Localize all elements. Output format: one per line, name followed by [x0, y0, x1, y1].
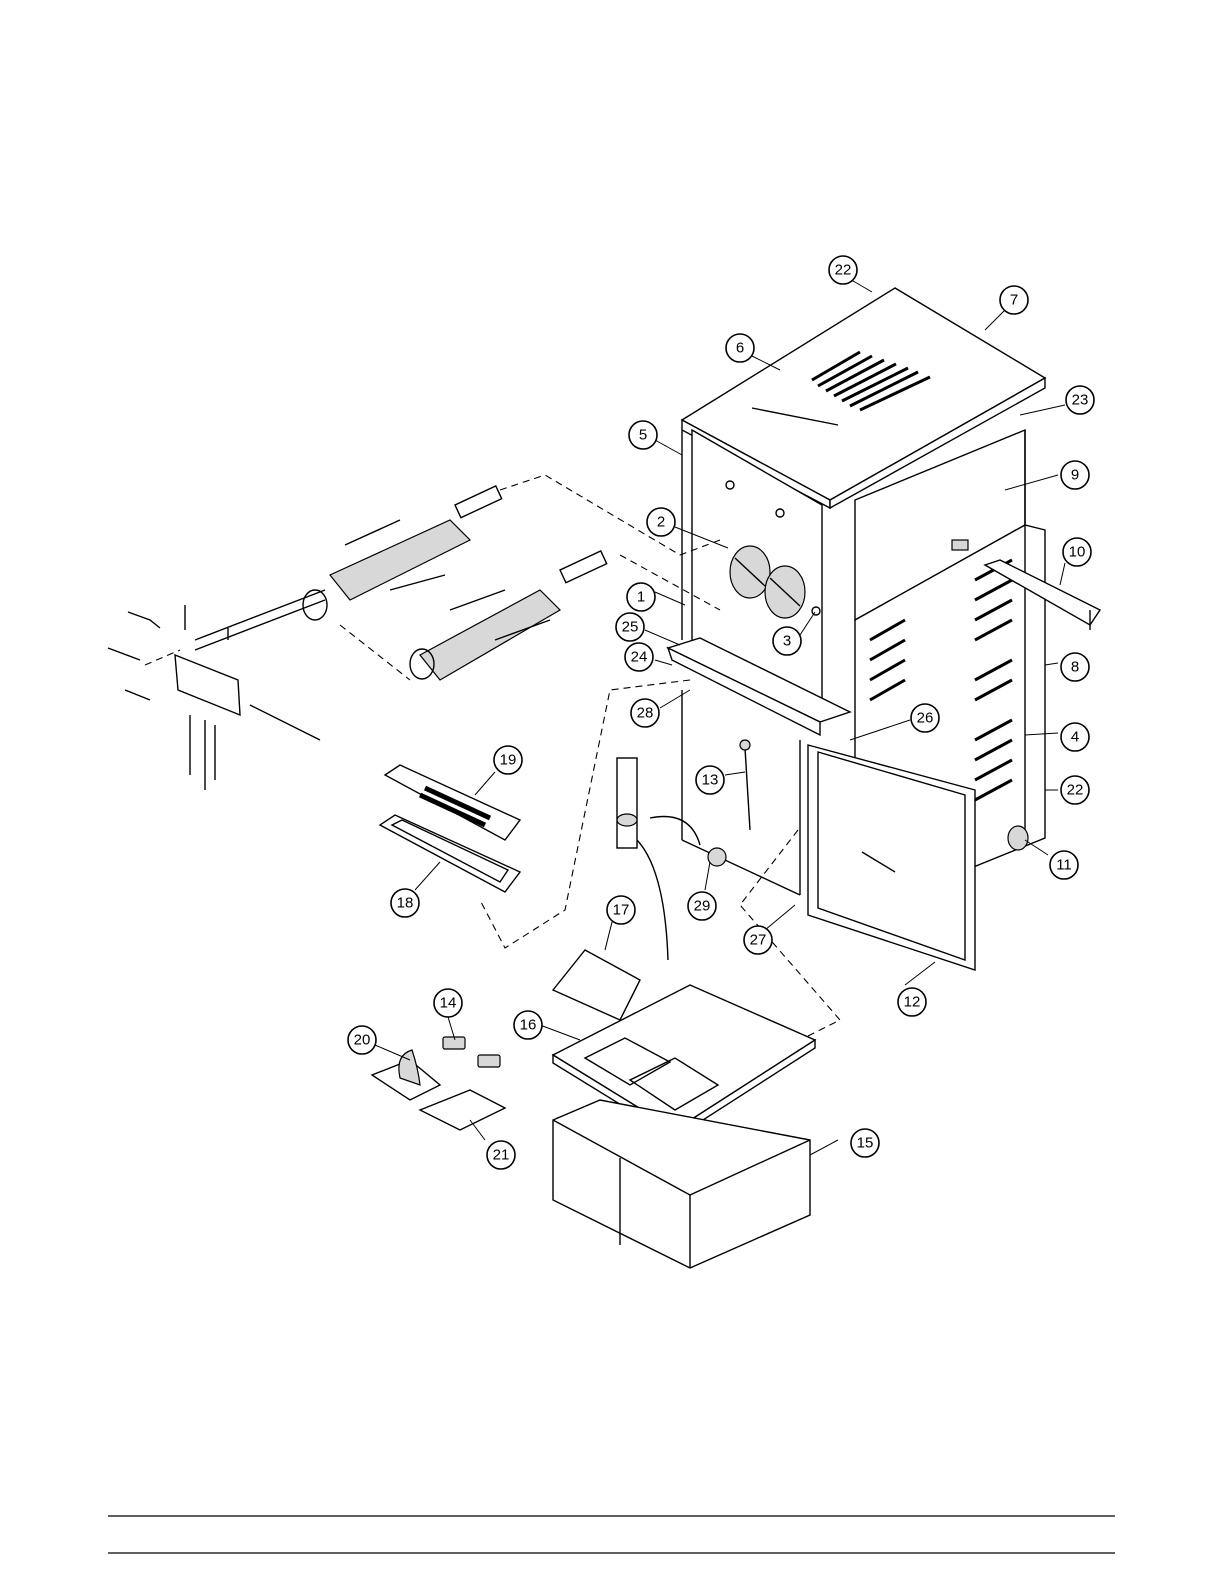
svg-text:6: 6 [736, 340, 744, 357]
callout-21: 21 [487, 1141, 515, 1169]
svg-text:27: 27 [750, 932, 767, 949]
svg-text:7: 7 [1010, 292, 1018, 309]
svg-text:24: 24 [631, 649, 648, 666]
machine-cabinet [617, 288, 1100, 970]
callout-8: 8 [1061, 653, 1089, 681]
callout-28: 28 [631, 699, 659, 727]
callout-19: 19 [494, 746, 522, 774]
callout-26: 26 [911, 704, 939, 732]
callout-9: 9 [1061, 461, 1089, 489]
svg-text:20: 20 [354, 1032, 371, 1049]
callout-24: 24 [625, 643, 653, 671]
callout-14: 14 [434, 989, 462, 1017]
svg-text:18: 18 [397, 895, 414, 912]
callout-2: 2 [647, 508, 675, 536]
callout-18: 18 [391, 889, 419, 917]
callout-25: 25 [616, 613, 644, 641]
svg-text:8: 8 [1071, 659, 1079, 676]
svg-text:25: 25 [622, 619, 639, 636]
dispensing-door [108, 590, 325, 790]
svg-text:4: 4 [1071, 729, 1079, 746]
callout-27: 27 [744, 926, 772, 954]
callout-29: 29 [688, 892, 716, 920]
svg-text:3: 3 [783, 633, 791, 650]
callout-22-top: 22 [829, 256, 857, 284]
callout-23: 23 [1066, 386, 1094, 414]
svg-text:23: 23 [1072, 392, 1089, 409]
footer-rules [108, 1516, 1115, 1553]
small-parts [372, 1037, 505, 1130]
svg-text:28: 28 [637, 705, 654, 722]
callout-20: 20 [348, 1026, 376, 1054]
callout-17: 17 [607, 896, 635, 924]
svg-text:2: 2 [657, 514, 665, 531]
svg-text:22: 22 [835, 262, 852, 279]
svg-text:10: 10 [1069, 544, 1086, 561]
svg-text:22: 22 [1067, 782, 1084, 799]
svg-text:11: 11 [1056, 857, 1072, 874]
svg-text:14: 14 [440, 995, 457, 1012]
svg-text:29: 29 [694, 898, 711, 915]
callout-1: 1 [627, 583, 655, 611]
svg-text:16: 16 [520, 1017, 537, 1034]
svg-text:13: 13 [702, 772, 719, 789]
callout-6: 6 [726, 334, 754, 362]
svg-text:17: 17 [613, 902, 630, 919]
svg-text:5: 5 [639, 427, 647, 444]
svg-text:12: 12 [904, 994, 921, 1011]
callout-16: 16 [514, 1011, 542, 1039]
beater-assemblies [303, 486, 607, 680]
svg-text:19: 19 [500, 752, 517, 769]
callout-3: 3 [773, 627, 801, 655]
svg-text:9: 9 [1071, 467, 1079, 484]
callout-13: 13 [696, 766, 724, 794]
callout-5: 5 [629, 421, 657, 449]
callout-12: 12 [898, 988, 926, 1016]
svg-text:21: 21 [493, 1147, 510, 1164]
callout-22-side: 22 [1061, 776, 1089, 804]
callout-11: 11 [1050, 851, 1078, 879]
callout-7: 7 [1000, 286, 1028, 314]
mix-hopper-tub [553, 1100, 810, 1268]
svg-text:15: 15 [857, 1135, 874, 1152]
svg-text:1: 1 [637, 589, 645, 606]
pump-assembly [617, 758, 700, 960]
drip-trays [380, 765, 520, 892]
callout-15: 15 [851, 1129, 879, 1157]
callout-4: 4 [1061, 723, 1089, 751]
svg-text:26: 26 [917, 710, 934, 727]
callout-10: 10 [1063, 538, 1091, 566]
